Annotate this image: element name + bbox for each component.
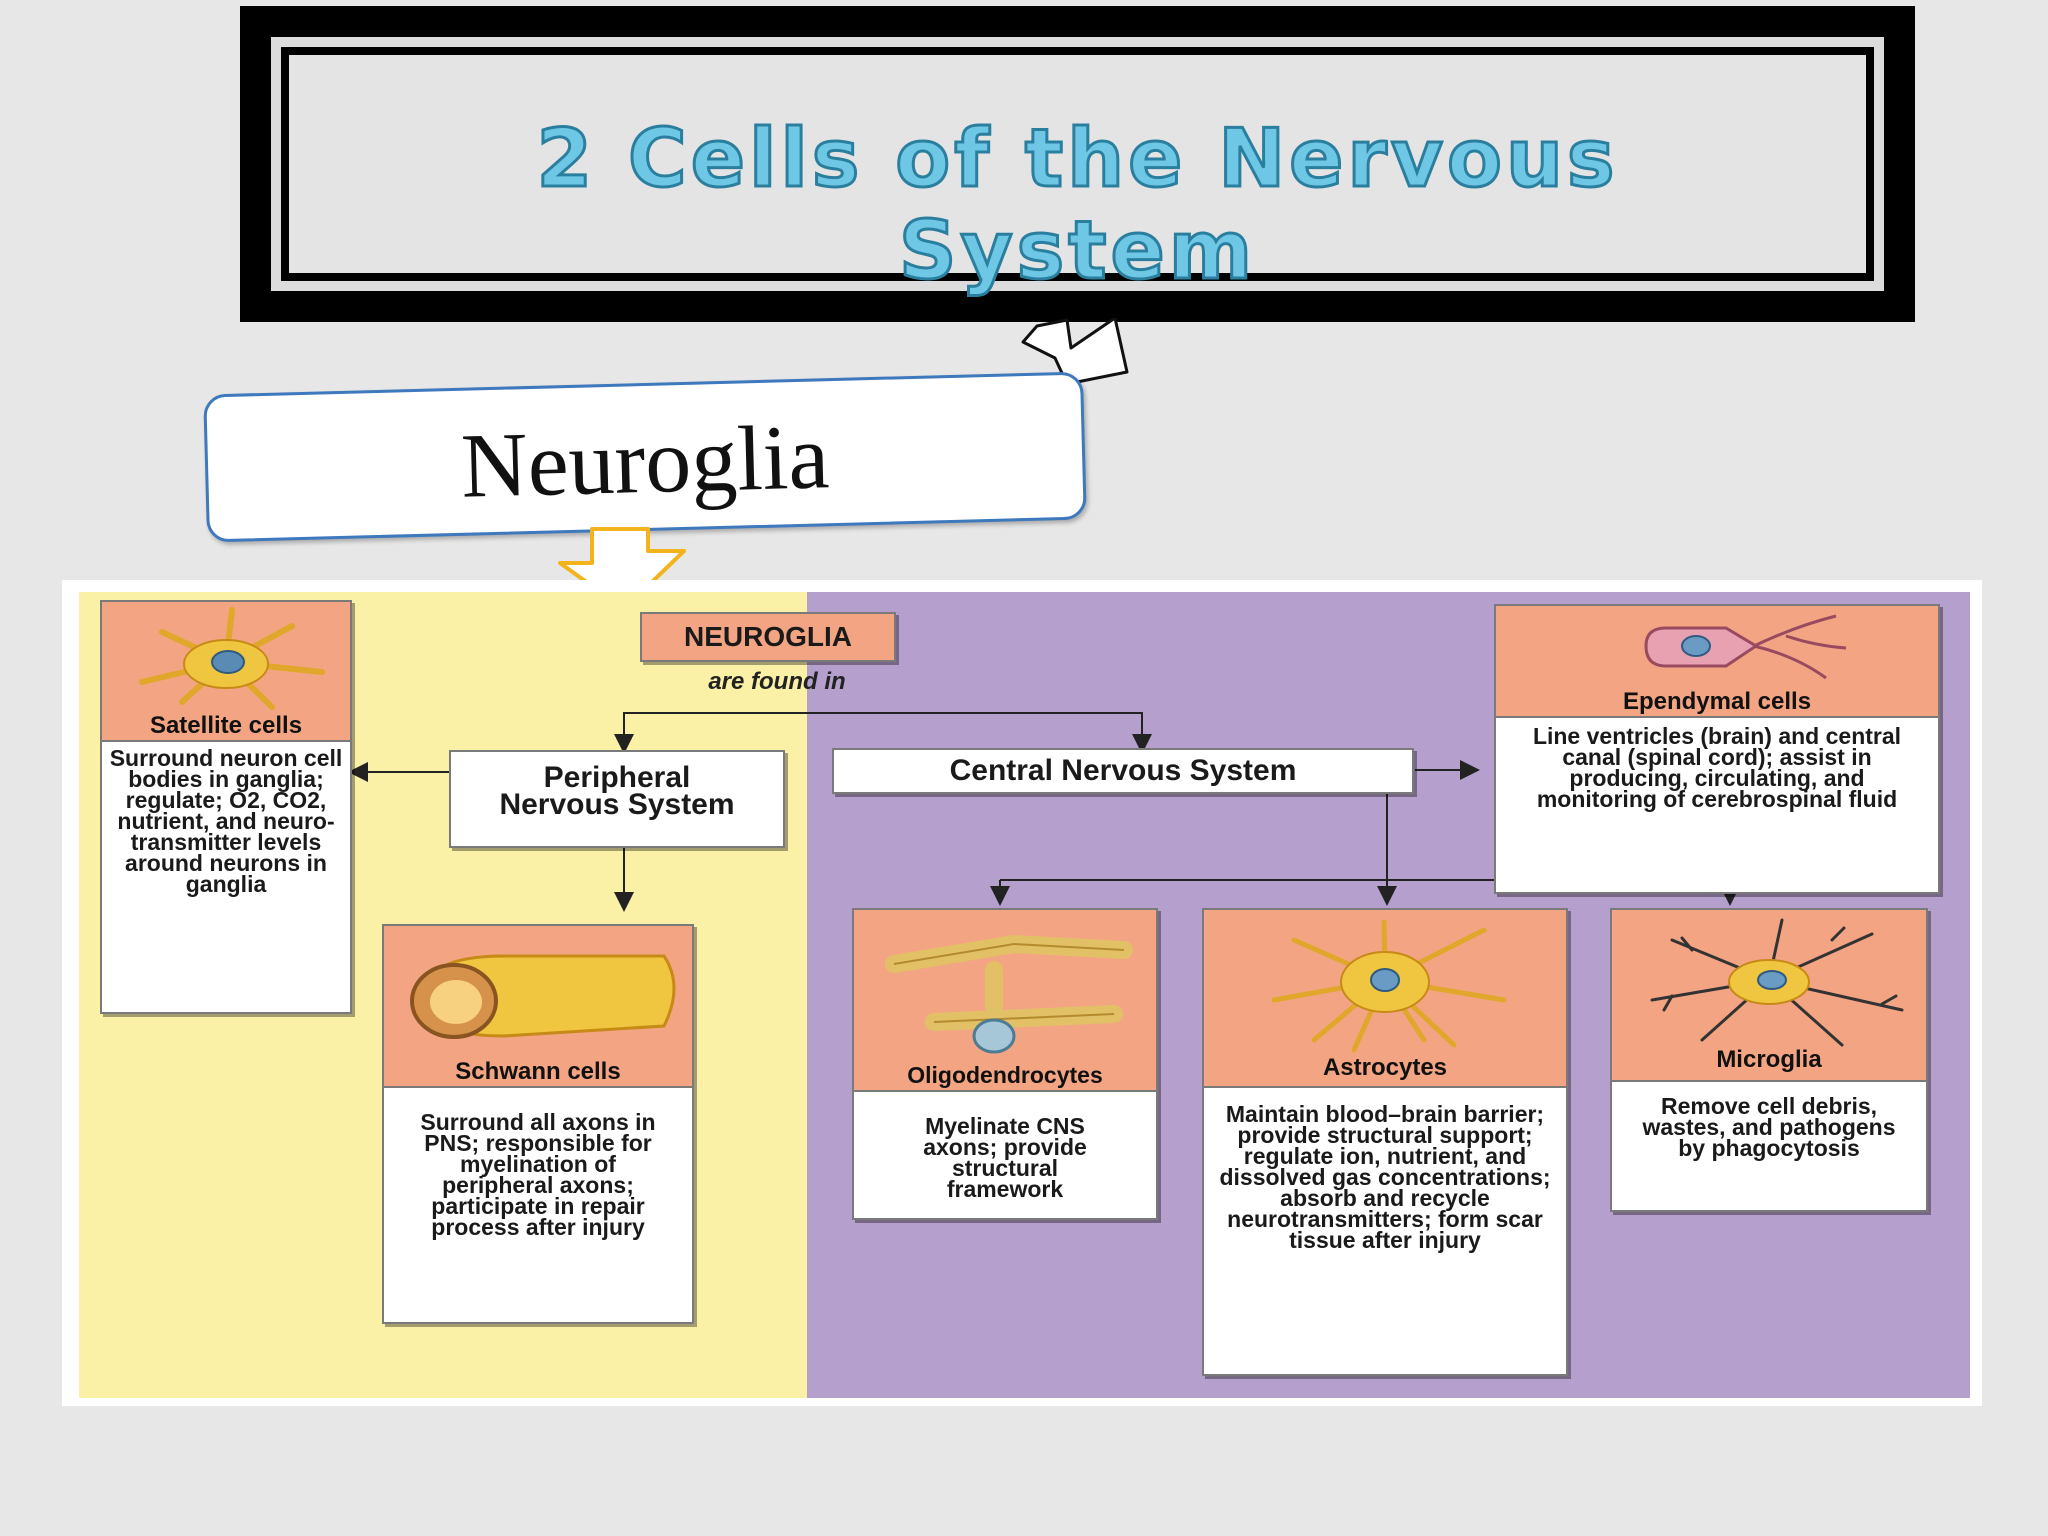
satellite-cell-image <box>102 602 350 742</box>
title-banner: 2 Cells of the Nervous System <box>240 6 1915 322</box>
ependymal-cell-card: Ependymal cells Line ventricles (brain) … <box>1494 604 1940 894</box>
slide-title: 2 Cells of the Nervous System <box>289 111 1866 298</box>
title-frame: 2 Cells of the Nervous System <box>271 37 1884 298</box>
astrocyte-card: Astrocytes Maintain blood–brain barrier;… <box>1202 908 1568 1376</box>
oligodendrocyte-label: Oligodendrocytes <box>907 1062 1103 1088</box>
connector-label: are found in <box>708 668 846 695</box>
astrocyte-label: Astrocytes <box>1322 1054 1448 1081</box>
satellite-cell-icon <box>139 607 325 710</box>
slide-title-text: 2 Cells of the Nervous System <box>535 111 1619 298</box>
neuroglia-diagram: NEUROGLIA are found in Peripheral Nervou… <box>62 580 1982 1406</box>
satellite-cell-card: Satellite cells Surround neuron cell bod… <box>100 600 352 1014</box>
neuroglia-callout: Neuroglia <box>203 371 1087 543</box>
neuroglia-callout-label: Neuroglia <box>459 405 831 517</box>
schwann-cell-icon <box>410 954 676 1039</box>
schwann-cell-image <box>384 926 692 1088</box>
astrocyte-desc: Maintain blood–brain barrier; provide st… <box>1219 1101 1551 1253</box>
oligodendrocyte-image <box>854 910 1156 1092</box>
oligodendrocyte-card: Oligodendrocytes Myelinate CNS axons; pr… <box>852 908 1158 1220</box>
white-down-arrow-icon <box>1021 318 1129 386</box>
pns-box: Peripheral Nervous System <box>449 750 785 848</box>
microglia-icon <box>1650 918 1904 1047</box>
title-inner-border: 2 Cells of the Nervous System <box>281 47 1874 298</box>
microglia-card: Microglia Remove cell debris, wastes, an… <box>1610 908 1928 1212</box>
ependymal-cell-label: Ependymal cells <box>1622 688 1812 715</box>
ependymal-cell-icon <box>1644 614 1847 680</box>
oligodendrocyte-icon <box>885 934 1133 1054</box>
schwann-cell-card: Schwann cells Surround all axons in PNS;… <box>382 924 694 1324</box>
cns-label: Central Nervous System <box>949 754 1297 787</box>
microglia-image <box>1612 910 1926 1082</box>
neuroglia-root-box: NEUROGLIA <box>640 612 896 662</box>
ependymal-cell-image <box>1496 606 1938 718</box>
astrocyte-image <box>1204 910 1566 1088</box>
neuroglia-root-label: NEUROGLIA <box>684 621 852 652</box>
ependymal-cell-desc: Line ventricles (brain) and central cana… <box>1532 723 1902 812</box>
cns-box: Central Nervous System <box>832 748 1414 794</box>
oligodendrocyte-desc: Myelinate CNS axons; provide structural … <box>923 1113 1087 1202</box>
schwann-cell-label: Schwann cells <box>455 1058 621 1085</box>
satellite-cell-label: Satellite cells <box>149 712 303 739</box>
astrocyte-icon <box>1271 919 1507 1053</box>
satellite-cell-desc: Surround neuron cell bodies in ganglia; … <box>109 745 343 897</box>
schwann-cell-desc: Surround all axons in PNS; responsible f… <box>420 1109 656 1240</box>
microglia-label: Microglia <box>1716 1046 1822 1073</box>
microglia-desc: Remove cell debris, wastes, and pathogen… <box>1642 1093 1896 1161</box>
pns-label: Peripheral Nervous System <box>499 761 735 821</box>
